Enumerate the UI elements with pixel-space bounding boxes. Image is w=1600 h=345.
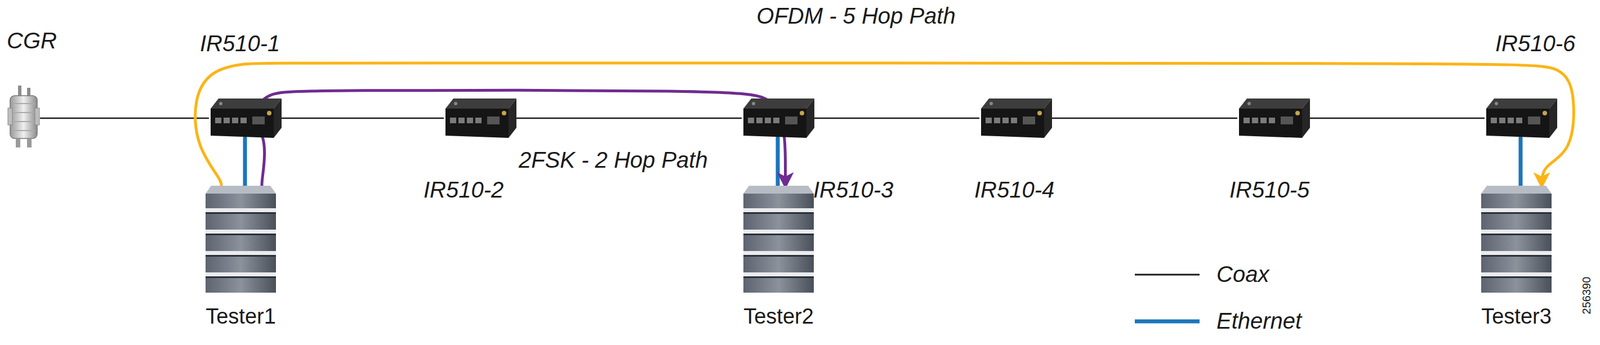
ir510-router: IR510-2 [443, 98, 517, 138]
legend-sample [1134, 319, 1200, 324]
ir510-router: IR510-6 [1483, 98, 1558, 138]
ethernet-cable [243, 137, 248, 186]
legend-text: Coax [1216, 261, 1269, 287]
router-icon [978, 98, 1053, 138]
ir510-router: IR510-5 [1236, 98, 1310, 138]
ethernet-cable [776, 137, 781, 186]
cgr-router: CGR [6, 85, 41, 149]
path-label: 2FSK - 2 Hop Path [515, 147, 712, 173]
tester-server: Tester1 [205, 185, 276, 293]
ir510-router: IR510-4 [978, 98, 1053, 138]
tester-label: Tester3 [1481, 305, 1552, 329]
coax-cable [516, 117, 742, 120]
device-label: CGR [6, 28, 57, 53]
device-label: IR510-6 [1495, 30, 1576, 56]
ir510-router: IR510-3 [741, 98, 815, 138]
coax-cable [814, 117, 979, 120]
coax-cable [40, 117, 209, 120]
router-icon [1483, 98, 1558, 138]
path-label: OFDM - 5 Hop Path [752, 3, 959, 29]
ofdm-path-arrow [195, 63, 1575, 186]
device-label: IR510-3 [813, 177, 894, 203]
cgr-icon [6, 85, 41, 149]
server-icon [205, 185, 276, 293]
ethernet-cable [1518, 137, 1523, 186]
router-icon [208, 98, 282, 138]
device-label: IR510-1 [199, 30, 280, 56]
device-label: IR510-4 [974, 177, 1055, 203]
device-label: IR510-2 [423, 177, 504, 203]
figure-number: 256390 [1580, 277, 1594, 315]
tester-label: Tester2 [743, 305, 814, 329]
router-icon [443, 98, 517, 138]
coax-cable [1052, 117, 1237, 120]
router-icon [1236, 98, 1310, 138]
tester-label: Tester1 [205, 305, 276, 329]
server-icon [743, 185, 814, 293]
legend-text: Ethernet [1216, 308, 1302, 334]
router-icon [741, 98, 815, 138]
2fsk-path-arrow [256, 90, 786, 186]
coax-cable [1309, 117, 1484, 120]
legend-sample [1134, 274, 1200, 276]
coax-cable [281, 117, 444, 120]
ir510-router: IR510-1 [208, 98, 282, 138]
server-icon [1481, 185, 1552, 293]
tester-server: Tester3 [1481, 185, 1552, 293]
device-label: IR510-5 [1229, 177, 1310, 203]
tester-server: Tester2 [743, 185, 814, 293]
